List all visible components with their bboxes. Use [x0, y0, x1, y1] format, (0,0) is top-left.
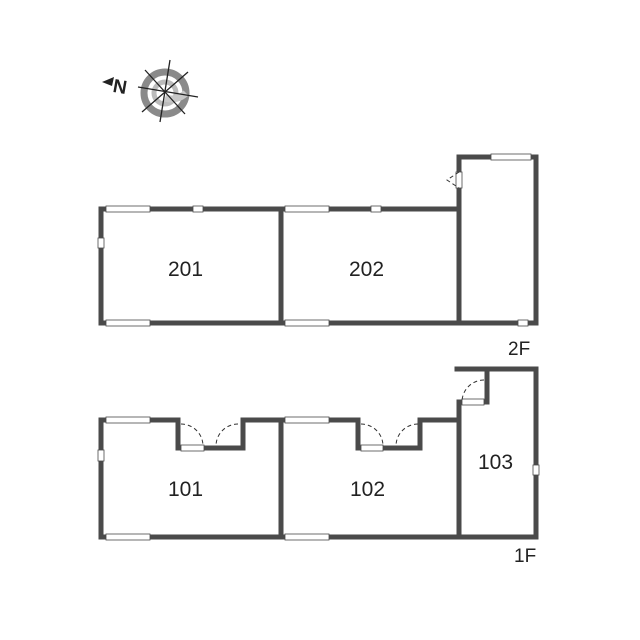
room-103-label: 103 — [478, 451, 513, 474]
room-102-label: 102 — [350, 478, 385, 501]
room-202-label: 202 — [349, 258, 384, 281]
compass-icon: N — [102, 59, 199, 123]
windows — [97, 153, 532, 327]
compass-north-label: N — [111, 76, 128, 99]
room-201-label: 201 — [168, 258, 203, 281]
floor-1f-plan — [97, 366, 540, 541]
windows — [97, 398, 540, 541]
room-101-label: 101 — [168, 478, 203, 501]
floor-1f-label: 1F — [514, 546, 536, 567]
floor-2f-label: 2F — [508, 339, 530, 360]
floor-2f-plan — [97, 153, 539, 327]
door-swings — [180, 379, 485, 447]
